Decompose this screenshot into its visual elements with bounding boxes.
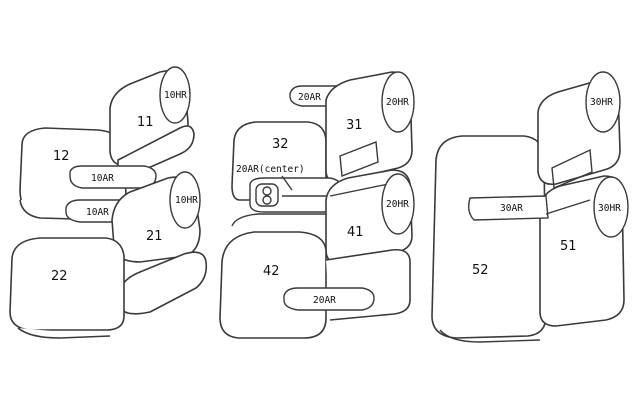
- headrest-30hr-top: [585, 71, 621, 133]
- headrest-20hr-bottom: [381, 173, 415, 235]
- label-30ar: 30AR: [500, 203, 523, 214]
- cupholder-2: [262, 195, 272, 205]
- label-11: 11: [137, 115, 154, 130]
- label-30hr-right: 30HR: [598, 203, 621, 214]
- part-52-base-shape: [439, 329, 541, 343]
- label-32: 32: [272, 137, 289, 152]
- label-20hr-bottom: 20HR: [386, 199, 409, 210]
- cupholder-1: [262, 186, 272, 196]
- seat-group-3: [431, 71, 629, 343]
- headrest-10hr-bottom: [169, 171, 201, 229]
- label-10ar-bottom: 10AR: [86, 207, 109, 218]
- part-52-shape: [431, 135, 547, 339]
- seat-group-1: [9, 66, 208, 339]
- headrest-30hr-right: [593, 176, 629, 238]
- part-51-panel-shape: [551, 148, 593, 190]
- headrest-20hr-top: [381, 71, 415, 133]
- label-41: 41: [347, 225, 364, 240]
- headrest-10hr-top: [159, 66, 191, 124]
- label-30hr-top: 30HR: [590, 97, 613, 108]
- armrest-30ar: [467, 195, 549, 221]
- label-10hr-top: 10HR: [164, 90, 187, 101]
- label-31: 31: [346, 118, 363, 133]
- label-52: 52: [472, 263, 489, 278]
- label-20ar-bottom: 20AR: [313, 295, 336, 306]
- label-10hr-bottom: 10HR: [175, 195, 198, 206]
- label-42: 42: [263, 264, 280, 279]
- label-22: 22: [51, 269, 68, 284]
- label-12: 12: [53, 149, 70, 164]
- part-51-wing-seam: [545, 199, 591, 215]
- armrest-20ar-bottom: [283, 287, 375, 311]
- leader-20ar-center: [281, 175, 293, 191]
- label-21: 21: [146, 229, 163, 244]
- armrest-10ar-top: [69, 165, 157, 189]
- part-22-shape: [9, 237, 125, 331]
- part-21-seat-shape: [117, 251, 208, 315]
- part-42-top-seam: [231, 213, 326, 227]
- part-22-base-shape: [17, 327, 111, 339]
- label-20hr-top: 20HR: [386, 97, 409, 108]
- label-51: 51: [560, 239, 577, 254]
- label-20ar-top: 20AR: [298, 92, 321, 103]
- seat-group-2: [219, 71, 415, 339]
- part-42-shape: [219, 231, 327, 339]
- part-labels: 11 12 21 22 31 32 41 42 51 52 10HR 10HR …: [51, 90, 621, 306]
- part-31-panel-shape: [339, 141, 379, 177]
- label-10ar-top: 10AR: [91, 173, 114, 184]
- label-20ar-center: 20AR(center): [236, 164, 305, 175]
